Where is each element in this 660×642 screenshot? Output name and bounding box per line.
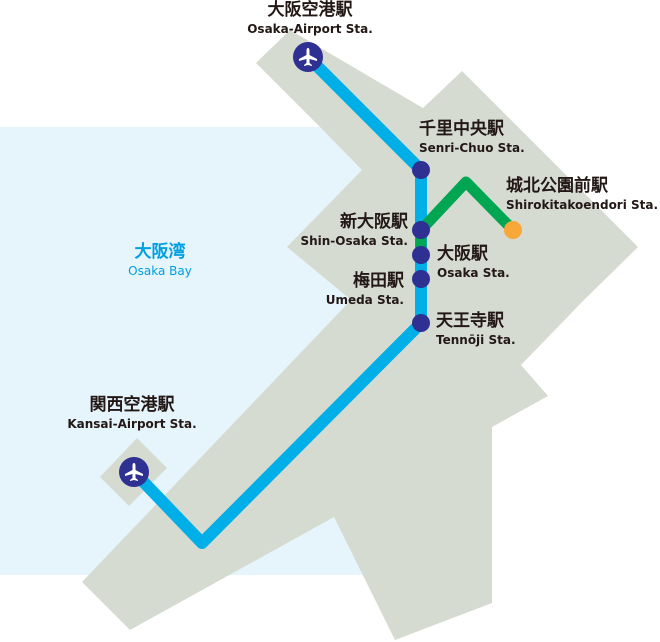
station-label-kansai-airport: 関西空港駅 Kansai-Airport Sta. — [67, 395, 197, 431]
station-label-osaka: 大阪駅 Osaka Sta. — [437, 244, 510, 280]
station-dot-tennoji[interactable] — [412, 314, 430, 332]
land-mainland — [82, 30, 638, 640]
station-name-en: Shirokitakoendori Sta. — [506, 198, 659, 212]
station-dot-shin-osaka[interactable] — [412, 221, 430, 239]
station-name-jp: 大阪駅 — [437, 244, 488, 264]
station-name-jp: 梅田駅 — [353, 271, 404, 291]
station-name-en: Kansai-Airport Sta. — [67, 417, 197, 431]
station-label-shirokitakoendori: 城北公園前駅 Shirokitakoendori Sta. — [506, 176, 659, 212]
station-name-en: Shin-Osaka Sta. — [300, 234, 408, 248]
station-name-en: Osaka-Airport Sta. — [247, 22, 373, 36]
station-name-jp: 城北公園前駅 — [506, 176, 608, 196]
bay-name-jp: 大阪湾 — [134, 242, 186, 262]
line-green — [415, 176, 516, 255]
station-label-tennoji: 天王寺駅 Tennōji Sta. — [436, 311, 516, 347]
airplane-icon[interactable] — [119, 457, 149, 487]
station-label-umeda: 梅田駅 Umeda Sta. — [325, 271, 404, 307]
bay-label: 大阪湾 Osaka Bay — [128, 242, 192, 278]
station-label-senri-chuo: 千里中央駅 Senri-Chuo Sta. — [419, 119, 525, 155]
station-label-shin-osaka: 新大阪駅 Shin-Osaka Sta. — [300, 212, 408, 248]
station-name-jp: 千里中央駅 — [419, 119, 504, 139]
bay-name-en: Osaka Bay — [128, 264, 192, 278]
station-dot-senri-chuo[interactable] — [412, 161, 430, 179]
station-dot-osaka[interactable] — [412, 246, 430, 264]
station-name-jp: 大阪空港駅 — [267, 0, 353, 20]
station-name-en: Osaka Sta. — [437, 266, 510, 280]
station-name-jp: 新大阪駅 — [340, 212, 408, 232]
station-name-en: Senri-Chuo Sta. — [419, 141, 525, 155]
station-name-en: Tennōji Sta. — [436, 333, 516, 347]
station-dot-shirokitakoendori[interactable] — [504, 221, 522, 239]
station-name-jp: 関西空港駅 — [89, 395, 175, 415]
airplane-icon[interactable] — [293, 42, 323, 72]
station-name-en: Umeda Sta. — [325, 293, 404, 307]
station-dot-umeda[interactable] — [412, 270, 430, 288]
station-name-jp: 天王寺駅 — [436, 311, 504, 331]
station-label-osaka-airport: 大阪空港駅 Osaka-Airport Sta. — [247, 0, 373, 36]
